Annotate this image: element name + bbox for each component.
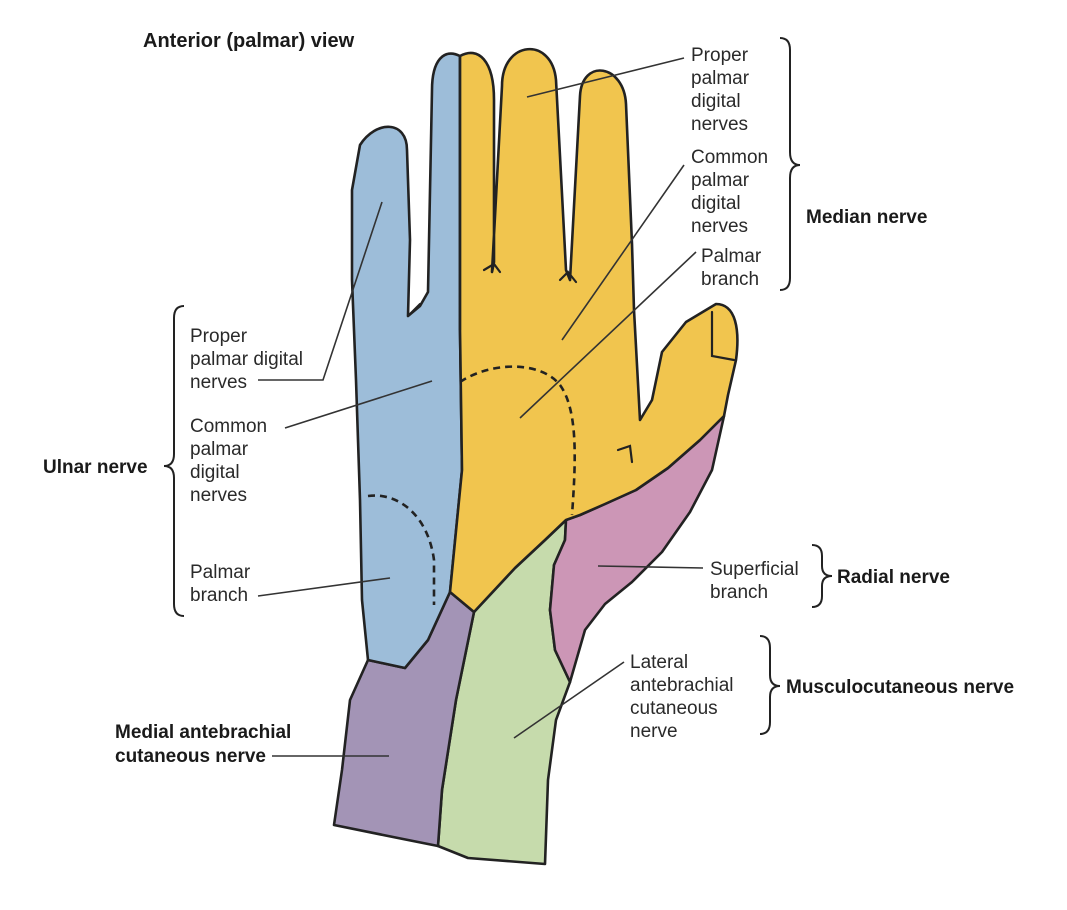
leader-ulnar-palmar-branch <box>257 577 391 597</box>
median-palmar-branch-boundary <box>459 365 576 516</box>
leader-median-palmar-branch <box>519 251 697 419</box>
label-ulnar-proper-digital: Proper palmar digital nerves <box>190 326 308 393</box>
thumb-nail <box>710 310 736 362</box>
diagram-title: Anterior (palmar) view <box>143 30 355 52</box>
web-crease-ulnar <box>406 302 422 318</box>
label-ulnar-palmar-branch: Palmar branch <box>190 562 255 606</box>
ulnar-palmar-branch-boundary <box>367 494 436 605</box>
thumb-crease <box>616 444 634 464</box>
leader-ulnar-proper <box>258 201 383 381</box>
region-ulnar <box>350 52 464 670</box>
leader-lateral-antebrachial <box>513 661 625 739</box>
label-ulnar-common-digital: Common palmar digital nerves <box>190 416 272 506</box>
label-lateral-antebrachial-cutaneous: Lateral antebrachial cutaneous nerve <box>630 652 739 742</box>
group-label-median: Median nerve <box>806 207 927 228</box>
label-median-palmar-branch: Palmar branch <box>701 246 766 290</box>
bracket-radial <box>811 544 833 608</box>
web-crease-2 <box>558 270 578 284</box>
label-medial-antebrachial-cutaneous: Medial antebrachial cutaneous nerve <box>115 722 297 767</box>
label-median-common-digital: Common palmar digital nerves <box>691 147 773 237</box>
leader-ulnar-common <box>284 380 433 429</box>
group-label-radial: Radial nerve <box>837 567 950 588</box>
bracket-musculocutaneous <box>759 635 781 735</box>
bracket-median <box>779 37 801 291</box>
label-median-proper-digital: Proper palmar digital nerves <box>691 45 754 135</box>
leader-median-proper <box>526 57 685 98</box>
bracket-ulnar <box>163 305 185 617</box>
group-label-ulnar: Ulnar nerve <box>43 457 148 478</box>
leader-radial-superficial <box>597 565 704 569</box>
web-crease-1 <box>482 262 502 274</box>
leader-median-common <box>561 164 685 341</box>
region-median <box>448 47 739 614</box>
label-radial-superficial-branch: Superficial branch <box>710 559 804 603</box>
group-label-musculocutaneous: Musculocutaneous nerve <box>786 677 1014 698</box>
